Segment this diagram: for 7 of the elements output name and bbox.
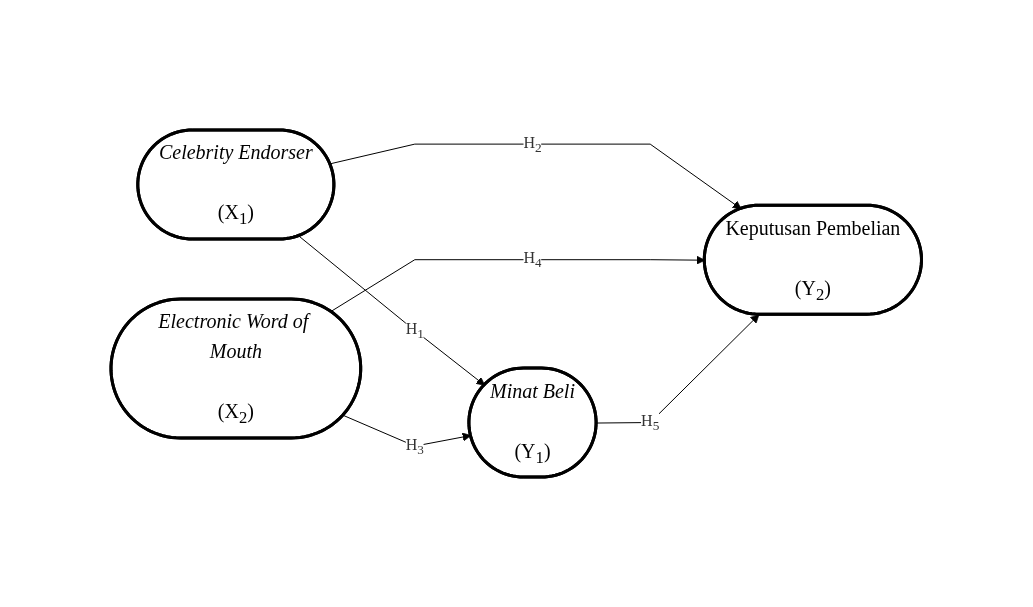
- edge-label: H$_{1}$: [405, 319, 425, 342]
- edge-label: H$_{5}$: [641, 411, 660, 434]
- edge-label: H$_{4}$: [523, 249, 542, 271]
- arrow: [596, 314, 760, 424]
- arrow: [298, 235, 486, 386]
- edge-label: H$_{2}$: [523, 133, 542, 155]
- edge-label: H$_{3}$: [405, 435, 425, 457]
